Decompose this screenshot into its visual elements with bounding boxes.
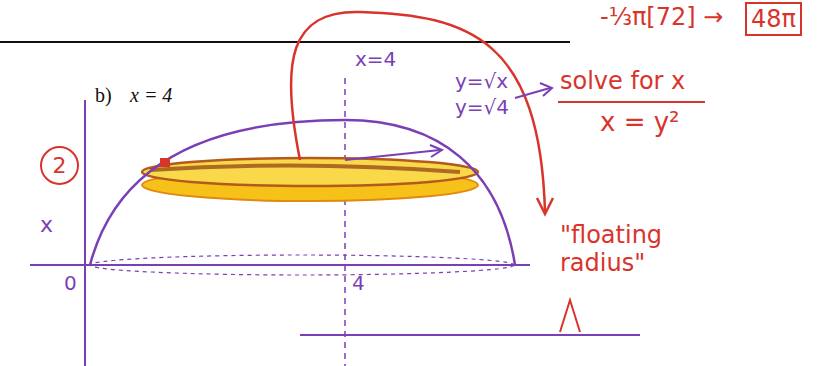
curve-value: y=√4 xyxy=(455,96,509,119)
axis-letter: x xyxy=(40,212,53,237)
curve-equation: y=√x xyxy=(455,70,508,93)
caret xyxy=(560,300,580,332)
disk-top xyxy=(142,158,478,186)
radius-note: "floating radius" xyxy=(560,222,680,277)
red-pointer-head xyxy=(537,198,553,214)
radius-arrow xyxy=(345,150,440,160)
underline xyxy=(558,101,705,103)
y-axis xyxy=(84,100,86,366)
inverse-equation: x = y² xyxy=(600,108,680,138)
dome-outline xyxy=(90,120,515,265)
solve-arrowhead xyxy=(540,83,552,96)
work-note: -⅓π[72] → xyxy=(600,4,723,32)
circled-number: 2 xyxy=(40,146,79,185)
axis-note: x=4 xyxy=(355,48,396,71)
radius-arrowhead xyxy=(430,145,442,157)
disk-shading xyxy=(150,165,460,172)
node-text: 48π xyxy=(751,5,796,33)
answer-box: 48π xyxy=(745,2,802,36)
x-axis xyxy=(30,264,530,266)
part-label: b) xyxy=(95,84,112,107)
bottom-line xyxy=(300,334,640,336)
solve-arrow xyxy=(515,88,550,98)
red-pointer-curve xyxy=(291,12,545,212)
radius-marker xyxy=(160,158,170,167)
node-text: 2 xyxy=(53,153,67,178)
axis-equation: x = 4 xyxy=(130,84,172,107)
dome-base xyxy=(90,255,514,275)
tick-label: 4 xyxy=(352,272,365,295)
solve-note: solve for x xyxy=(560,68,685,96)
origin-label: 0 xyxy=(64,272,77,295)
